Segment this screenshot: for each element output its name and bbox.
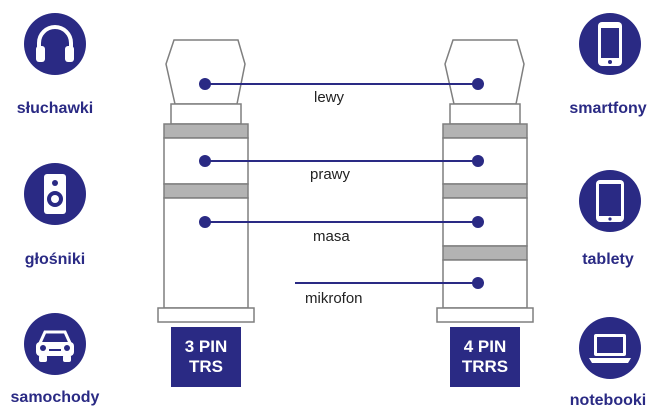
device-label-headphones: słuchawki (16, 100, 94, 117)
dot-left-masa (199, 216, 211, 228)
label-masa: masa (313, 228, 350, 245)
trs-sleeve (163, 197, 249, 309)
trrs-neck (449, 103, 521, 125)
speaker-icon (24, 163, 86, 225)
trrs-band-1 (442, 123, 528, 139)
trrs-collar (436, 307, 534, 323)
device-label-speakers: głośniki (24, 251, 86, 268)
device-label-cars: samochody (10, 389, 100, 406)
label-lewy: lewy (314, 89, 345, 106)
trrs-type: TRRS (461, 357, 509, 376)
wire-dots (199, 78, 484, 289)
dot-right-prawy (472, 155, 484, 167)
dot-right-masa (472, 216, 484, 228)
car-icon (24, 313, 86, 375)
headphones-icon (24, 13, 86, 75)
trrs-pin-count: 4 PIN (463, 337, 507, 356)
wires (205, 83, 478, 284)
dot-right-lewy (472, 78, 484, 90)
trrs-plug (436, 39, 534, 323)
dot-left-lewy (199, 78, 211, 90)
trs-plug (157, 39, 255, 323)
trs-pin-count: 3 PIN (184, 337, 228, 356)
dot-left-prawy (199, 155, 211, 167)
trrs-band-3 (442, 245, 528, 261)
laptop-icon (579, 317, 641, 379)
trs-collar (157, 307, 255, 323)
trrs-band-2 (442, 183, 528, 199)
trs-band-2 (163, 183, 249, 199)
trs-neck (170, 103, 242, 125)
device-label-tablets: tablety (582, 251, 634, 268)
device-label-notebooks: notebooki (569, 392, 647, 409)
label-prawy: prawy (310, 166, 351, 183)
trrs-tip (444, 39, 525, 105)
smartphone-icon (579, 13, 641, 75)
trs-tip (165, 39, 246, 105)
dot-right-mikrofon (472, 277, 484, 289)
label-mikrofon: mikrofon (305, 290, 363, 307)
trrs-label: 4 PIN TRRS (450, 327, 520, 387)
device-label-smartphones: smartfony (569, 100, 647, 117)
tablet-icon (579, 170, 641, 232)
trs-type: TRS (189, 357, 223, 376)
trs-label: 3 PIN TRS (171, 327, 241, 387)
trs-band-1 (163, 123, 249, 139)
